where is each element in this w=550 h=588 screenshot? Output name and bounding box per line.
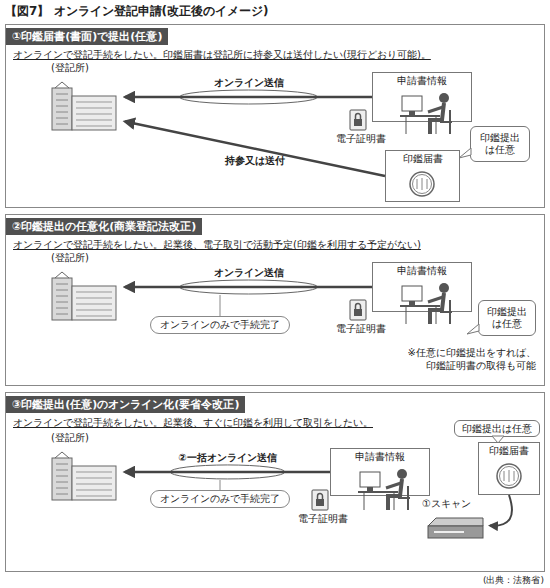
panel-band: ①印鑑届書(書面)で提出(任意) オンラインで登記手続をしたい。印鑑届書は登記所に…: [5, 24, 545, 208]
connector-label: オンライン送信: [214, 77, 284, 89]
node-label: ①スキャン: [422, 498, 490, 510]
connector-ellipse: [170, 465, 285, 479]
status-pill: オンラインのみで手続完了: [150, 490, 290, 508]
office-building: [52, 272, 116, 320]
callout-bubble: 印鑑提出は任意: [454, 420, 540, 437]
person-at-computer: [400, 93, 452, 134]
node-label: (登記所): [51, 432, 125, 444]
node-label: 印鑑届書: [386, 153, 459, 165]
office-building: [52, 82, 116, 130]
node-label: 印鑑提出は任意: [477, 132, 523, 156]
office-building: [52, 452, 116, 500]
panel-heading: ②印鑑提出の任意化(商業登記法改正): [6, 218, 202, 235]
panel-subtitle: オンラインで登記手続をしたい。起業後、電子取引で活動予定(印鑑を利用する予定がな…: [13, 238, 544, 251]
note-label: 電子証明書: [336, 132, 386, 145]
note-label: 電子証明書: [298, 512, 348, 525]
office-node: (登記所): [45, 62, 125, 132]
panel-band: ③印鑑提出(任意)のオンライン化(要省令改正)オンラインで登記手続をしたい。起業…: [5, 392, 545, 572]
node-label: 印鑑提出は任意: [485, 306, 529, 330]
certificate-icon: [350, 300, 366, 320]
document-box: 印鑑届書: [478, 442, 540, 495]
leader-line: [220, 480, 221, 490]
node-label: 申請書情報: [373, 75, 471, 87]
figure-title: 【図7】 オンライン登記申請(改正後のイメージ): [5, 4, 269, 19]
node-label: (登記所): [51, 62, 125, 74]
panel-heading: ①印鑑届書(書面)で提出(任意): [6, 28, 168, 45]
connector-ellipse: [179, 280, 317, 294]
connector-label: ②一括オンライン送信: [178, 452, 276, 464]
connector-label: オンライン送信: [214, 267, 284, 279]
node-label: オンラインのみで手続完了: [151, 317, 289, 333]
node-label: 申請書情報: [331, 451, 429, 463]
certificate-icon: [350, 110, 366, 130]
leader-line: [220, 295, 221, 316]
arrow-connector: [490, 495, 512, 526]
office-node: (登記所): [45, 252, 125, 322]
person-at-computer: [358, 469, 410, 510]
node-label: (登記所): [51, 252, 125, 264]
panel-heading: ③印鑑提出(任意)のオンライン化(要省令改正): [6, 396, 245, 413]
office-node: (登記所): [45, 432, 125, 502]
arrow-connector: [125, 471, 330, 474]
node-label: 申請書情報: [373, 265, 471, 277]
node-label: オンラインのみで手続完了: [151, 491, 289, 507]
document-box: 申請書情報: [330, 448, 430, 496]
status-pill: オンラインのみで手続完了: [150, 316, 290, 334]
node-label: 印鑑提出は任意: [462, 423, 532, 435]
connector-label: 持参又は送付: [225, 155, 285, 167]
document-box: 印鑑届書: [385, 150, 460, 202]
seal-stamp: [410, 172, 434, 196]
connector-ellipse: [179, 90, 317, 104]
panel-subtitle: オンラインで登記手続をしたい。印鑑届書は登記所に持参又は送付したい(現行どおり可…: [13, 48, 544, 61]
source-caption: (出典：法務省): [483, 575, 544, 586]
arrow-connector: [125, 96, 372, 99]
arrow-connector: [125, 122, 385, 177]
arrow-connector: [125, 286, 372, 289]
person-at-computer: [400, 283, 452, 324]
scanner-node: ①スキャン: [420, 498, 490, 544]
node-label: 印鑑届書: [479, 445, 539, 457]
document-box: 申請書情報: [372, 262, 472, 312]
note-label: ※任意に印鑑提出をすれば、 印鑑証明書の取得も可能: [398, 346, 536, 372]
note-label: 電子証明書: [336, 322, 386, 335]
seal-stamp: [497, 464, 521, 488]
document-box: 申請書情報: [372, 72, 472, 122]
callout-bubble: 印鑑提出は任意: [478, 300, 536, 336]
certificate-icon: [312, 490, 328, 510]
callout-bubble: 印鑑提出は任意: [470, 126, 530, 162]
scanner-symbol: [428, 518, 483, 538]
